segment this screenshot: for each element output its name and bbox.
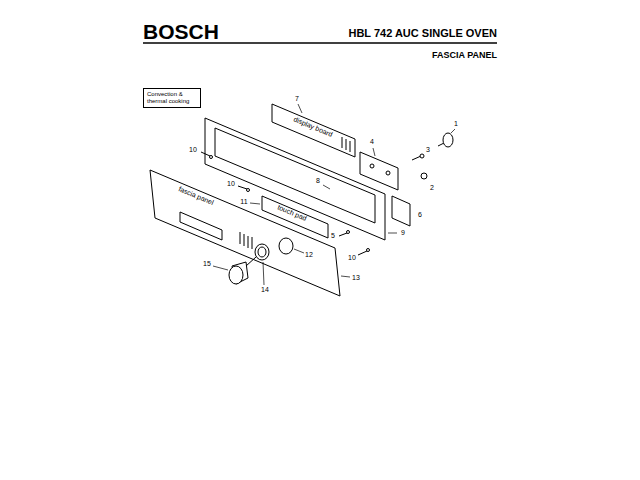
- screw: [339, 233, 347, 236]
- leader-line: [294, 249, 304, 253]
- callout-number: 10: [189, 146, 197, 154]
- callout-number: 10: [348, 254, 356, 262]
- leader-line: [213, 266, 228, 270]
- clip: [421, 173, 427, 179]
- screw-head: [420, 154, 424, 158]
- callout-number: 8: [316, 177, 320, 185]
- leader-lines: [213, 104, 455, 285]
- note-box: Convection & thermal cooking: [143, 88, 201, 108]
- vent-slot: [248, 236, 249, 248]
- bracket-hole: [386, 171, 390, 175]
- callout-number: 9: [401, 229, 405, 237]
- callout-number: 4: [370, 138, 374, 146]
- callout-number: 5: [331, 232, 335, 240]
- part-name: touch pad: [276, 203, 307, 222]
- screw-head: [247, 189, 250, 192]
- part-name: display board: [292, 115, 333, 138]
- screw: [358, 251, 367, 255]
- title: HBL 742 AUC SINGLE OVEN: [348, 27, 497, 39]
- callout-number: 6: [418, 211, 422, 219]
- bracket-hole: [370, 164, 374, 168]
- plate: [392, 196, 410, 226]
- panel-hole: [279, 238, 293, 254]
- leader-line: [341, 276, 350, 277]
- board-hatch: [350, 141, 351, 152]
- callout-number: 13: [352, 274, 360, 282]
- fascia-panel: [150, 170, 340, 296]
- callout-number: 12: [305, 251, 313, 259]
- board-hatch: [346, 139, 347, 150]
- leader-line: [250, 203, 260, 204]
- panel-window: [180, 212, 222, 240]
- leader-line: [263, 262, 264, 285]
- leader-line: [451, 129, 455, 133]
- vent-slot: [240, 232, 241, 244]
- knob-ring: [255, 244, 269, 260]
- vent-slot: [244, 234, 245, 246]
- screw-head: [347, 231, 350, 234]
- vent-slot: [252, 237, 253, 249]
- parts-drawing: [143, 43, 497, 296]
- knob-shaft: [246, 257, 256, 266]
- callout-number: 14: [261, 286, 269, 294]
- leader-line: [373, 148, 375, 156]
- bracket: [360, 152, 398, 190]
- callout-number: 7: [295, 95, 299, 103]
- screw-head: [210, 156, 213, 159]
- board-hatch: [342, 137, 343, 148]
- knob-face: [229, 266, 243, 284]
- box-text: Convection & thermal cooking: [147, 91, 197, 105]
- callout-number: 10: [227, 180, 235, 188]
- screw-head: [367, 249, 370, 252]
- screw: [238, 186, 247, 189]
- screw: [201, 152, 210, 156]
- callout-number: 2: [430, 184, 434, 192]
- callout-number: 3: [426, 146, 430, 154]
- callout-number: 1: [454, 120, 458, 128]
- leader-line: [323, 185, 330, 189]
- brand-logo: BOSCH: [143, 20, 219, 43]
- knob-ring-inner: [258, 247, 266, 257]
- subtitle: FASCIA PANEL: [432, 51, 497, 61]
- callout-number: 11: [240, 198, 247, 206]
- display-board: [272, 104, 355, 157]
- leader-line: [388, 233, 397, 234]
- part-name: fascia panel: [177, 185, 214, 207]
- switch-knob: [443, 133, 453, 147]
- callout-number: 15: [203, 260, 211, 268]
- leader-line: [298, 104, 302, 113]
